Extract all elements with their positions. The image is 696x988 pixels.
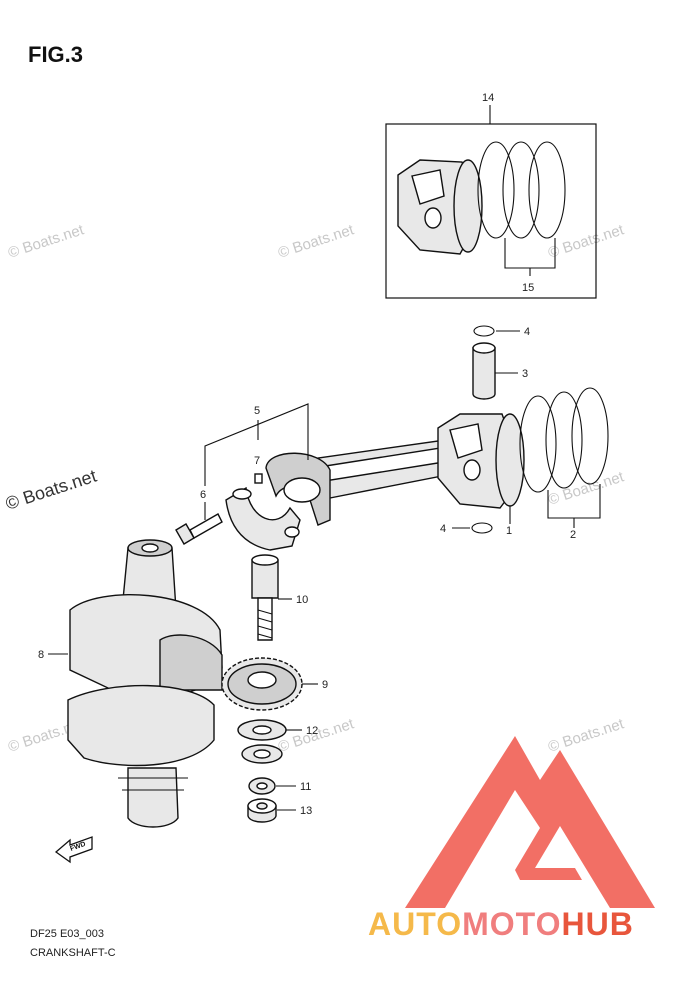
washer-small bbox=[248, 777, 276, 795]
connecting-rod bbox=[265, 439, 461, 526]
brand-logo bbox=[405, 736, 655, 908]
watermark: © Boats.net bbox=[546, 468, 627, 509]
callout-8: 8 bbox=[38, 649, 44, 661]
rod-cap bbox=[225, 486, 301, 551]
callout-2: 2 bbox=[570, 529, 576, 541]
fwd-arrow: FWD bbox=[54, 836, 93, 864]
caption-code: DF25 E03_003 bbox=[30, 928, 104, 940]
spacer bbox=[241, 744, 283, 764]
callout-6: 6 bbox=[200, 489, 206, 501]
crankshaft-bolt bbox=[251, 554, 279, 641]
watermark: © Boats.net bbox=[6, 221, 87, 262]
timing-gear bbox=[221, 657, 303, 711]
callout-4-bottom: 4 bbox=[440, 523, 446, 535]
crankshaft bbox=[67, 539, 223, 828]
callout-15: 15 bbox=[522, 282, 534, 294]
caption-name: CRANKSHAFT-C bbox=[30, 947, 116, 959]
callout-7: 7 bbox=[254, 455, 260, 467]
callout-1: 1 bbox=[506, 525, 512, 537]
figure-title: FIG.3 bbox=[28, 42, 84, 67]
brand-part-hub: HUB bbox=[561, 906, 634, 942]
piston-pin-circlip bbox=[471, 522, 493, 534]
watermark: © Boats.net bbox=[546, 715, 627, 756]
dowel-pin bbox=[254, 473, 263, 484]
washer bbox=[237, 719, 287, 741]
callout-12: 12 bbox=[306, 725, 318, 737]
callout-13: 13 bbox=[300, 805, 312, 817]
watermark: © Boats.net bbox=[276, 221, 357, 262]
callout-5: 5 bbox=[254, 405, 260, 417]
callout-9: 9 bbox=[322, 679, 328, 691]
callout-4-top: 4 bbox=[524, 326, 530, 338]
piston bbox=[437, 413, 525, 509]
piston-pin bbox=[472, 342, 496, 400]
boxed-piston bbox=[397, 159, 483, 255]
nut bbox=[247, 798, 277, 823]
piston-pin-circlip bbox=[473, 325, 495, 337]
brand-wordmark: AUTOMOTOHUB bbox=[368, 906, 634, 943]
brand-part-moto: MOTO bbox=[462, 906, 562, 942]
callout-10: 10 bbox=[296, 594, 308, 606]
callout-14: 14 bbox=[482, 92, 494, 104]
boxed-piston-rings bbox=[477, 141, 566, 239]
callout-11: 11 bbox=[300, 781, 311, 793]
brand-part-auto: AUTO bbox=[368, 906, 463, 942]
piston-rings bbox=[519, 387, 609, 493]
piston-kit-box bbox=[385, 123, 597, 299]
callout-3: 3 bbox=[522, 368, 528, 380]
rod-cap-bolt bbox=[175, 513, 223, 545]
watermark: © Boats.net bbox=[3, 466, 99, 514]
